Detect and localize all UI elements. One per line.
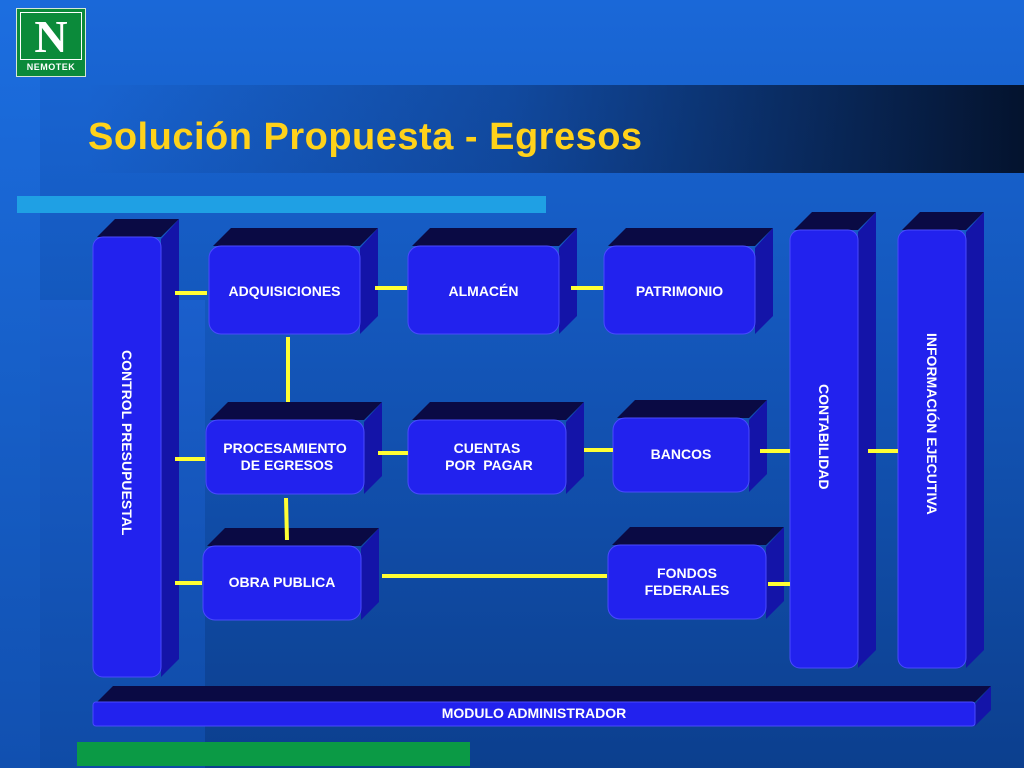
logo-text: NEMOTEK [26, 62, 76, 72]
obra-publica-box [202, 528, 379, 621]
obra-publica-box-side-face [361, 528, 379, 620]
contabilidad-box-side-face [858, 212, 876, 668]
adquisiciones-box-side-face [360, 228, 378, 334]
almacen-box-label: ALMACÉN [448, 283, 519, 299]
bancos-box-front-face [612, 417, 750, 493]
obra-publica-box-label: OBRA PUBLICA [228, 574, 336, 591]
adquisiciones-box-top-face [213, 228, 378, 246]
accent-bar-cyan [17, 196, 546, 213]
adquisiciones-box-front-face [208, 245, 361, 335]
procesamiento-egresos-box-top-face [210, 402, 382, 420]
control-presupuestal-box-front-face [92, 236, 162, 678]
bancos-box [612, 400, 767, 493]
slide-title: Solución Propuesta - Egresos [88, 116, 643, 158]
almacen-box-side-face [559, 228, 577, 334]
fondos-federales-box-front-face [607, 544, 767, 620]
modulo-administrador-box-label: MODULO ADMINISTRADOR [441, 705, 627, 722]
procesamiento-egresos-box [205, 402, 382, 495]
adquisiciones-box [208, 228, 378, 335]
logo-frame: N [20, 11, 82, 62]
bancos-box-side-face [749, 400, 767, 492]
informacion-ejecutiva-box-top-face [902, 212, 984, 230]
logo-letter: N [34, 11, 68, 62]
almacen-box-top-face [412, 228, 577, 246]
bancos-box-top-face [617, 400, 767, 418]
procesamiento-egresos-box-label: PROCESAMIENTO DE EGRESOS [223, 439, 347, 474]
cuentas-por-pagar-box-label: CUENTAS POR PAGAR [445, 439, 533, 474]
background-stripe [0, 0, 40, 768]
modulo-administrador-box-top-face [97, 686, 991, 702]
patrimonio-box [603, 228, 773, 335]
almacen-box [407, 228, 577, 335]
informacion-ejecutiva-box-side-face [966, 212, 984, 668]
nemotek-logo: N NEMOTEK [16, 8, 86, 77]
almacen-box-front-face [407, 245, 560, 335]
procesamiento-egresos-box-front-face [205, 419, 365, 495]
modulo-administrador-box-front-face [92, 701, 976, 727]
informacion-ejecutiva-box [897, 212, 984, 669]
cuentas-por-pagar-box [407, 402, 584, 495]
title-bar [85, 85, 1024, 173]
contabilidad-box-top-face [794, 212, 876, 230]
obra-publica-box-top-face [207, 528, 379, 546]
modulo-administrador-box-side-face [975, 686, 991, 726]
control-presupuestal-box [92, 219, 179, 678]
procesamiento-egresos-box-side-face [364, 402, 382, 494]
control-presupuestal-box-top-face [97, 219, 179, 237]
modulo-administrador-box [92, 686, 991, 727]
obra-publica-box-front-face [202, 545, 362, 621]
patrimonio-box-side-face [755, 228, 773, 334]
cuentas-por-pagar-box-top-face [412, 402, 584, 420]
control-presupuestal-box-label: CONTROL PRESUPUESTAL [119, 350, 135, 536]
control-presupuestal-box-side-face [161, 219, 179, 677]
fondos-federales-box-top-face [612, 527, 784, 545]
cuentas-por-pagar-box-front-face [407, 419, 567, 495]
patrimonio-box-label: PATRIMONIO [635, 283, 724, 299]
fondos-federales-box-side-face [766, 527, 784, 619]
informacion-ejecutiva-box-label: INFORMACIÓN EJECUTIVA [924, 333, 940, 515]
accent-bar-green [77, 742, 470, 766]
contabilidad-box-label: CONTABILIDAD [816, 384, 832, 490]
contabilidad-box [789, 212, 876, 669]
fondos-federales-box [607, 527, 784, 620]
patrimonio-box-top-face [608, 228, 773, 246]
cuentas-por-pagar-box-side-face [566, 402, 584, 494]
adquisiciones-box-label: ADQUISICIONES [228, 283, 341, 299]
conn-procesamiento-obra [284, 497, 289, 541]
patrimonio-box-front-face [603, 245, 756, 335]
bancos-box-label: BANCOS [650, 446, 712, 463]
fondos-federales-box-label: FONDOS FEDERALES [644, 564, 730, 599]
